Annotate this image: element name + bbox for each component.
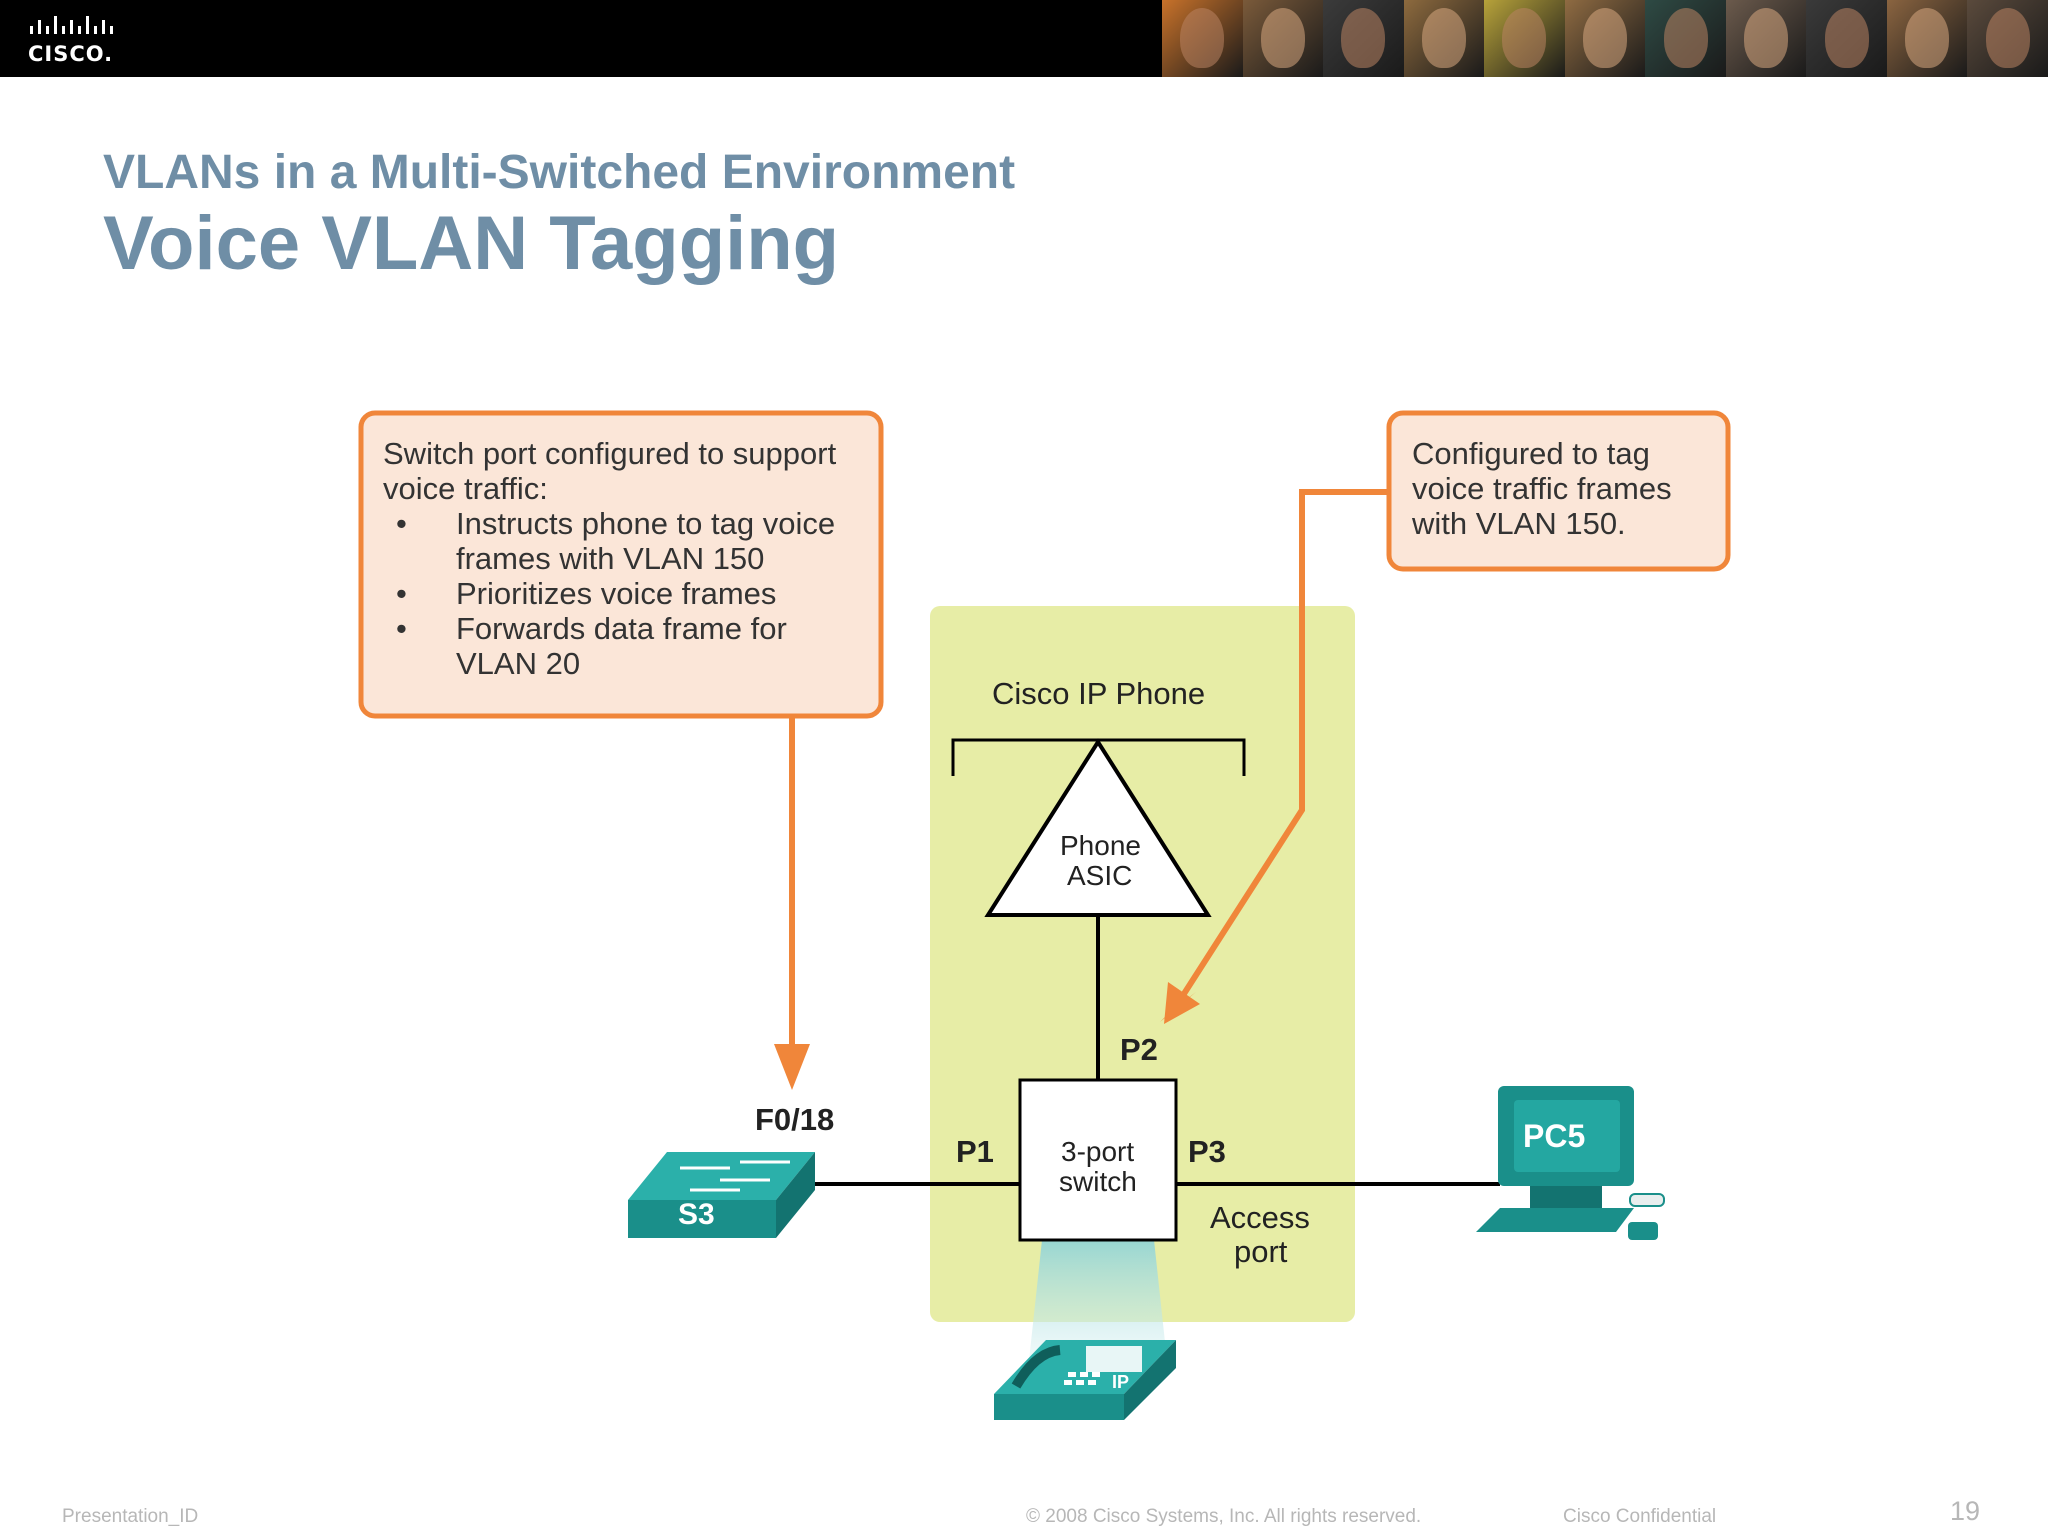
- person-photo-icon: [1260, 8, 1305, 68]
- header-photo: [1967, 0, 2048, 77]
- logo-wordmark: CISCO.: [28, 42, 114, 66]
- three-port-switch: [1018, 1078, 1178, 1242]
- port-p3-label: P3: [1188, 1134, 1226, 1169]
- asic-label-line1: Phone: [1060, 830, 1141, 861]
- callout-left-bullets: Instructs phone to tag voice frames with…: [383, 506, 873, 681]
- header-photo-strip: [1162, 0, 2048, 77]
- callout-bullet: Instructs phone to tag voice frames with…: [383, 506, 873, 576]
- person-photo-icon: [1744, 8, 1789, 68]
- cisco-bridge-icon: [30, 16, 113, 34]
- cisco-logo: CISCO.: [28, 12, 120, 68]
- header-photo: [1806, 0, 1887, 77]
- access-port-label-line2: port: [1234, 1234, 1288, 1269]
- person-photo-icon: [1583, 8, 1627, 68]
- person-photo-icon: [1985, 8, 2030, 68]
- person-photo-icon: [1663, 8, 1708, 68]
- footer-copyright: © 2008 Cisco Systems, Inc. All rights re…: [1026, 1506, 1422, 1527]
- person-photo-icon: [1502, 8, 1547, 68]
- page-number: 19: [1950, 1496, 1981, 1526]
- switch-label-line2: switch: [1059, 1166, 1137, 1197]
- arrow-left-head: [774, 1044, 810, 1090]
- ip-phone-icon: [994, 1340, 1176, 1420]
- footer-presentation-id: Presentation_ID: [62, 1506, 199, 1527]
- switch-label-line1: 3-port: [1061, 1136, 1135, 1167]
- header-photo: [1564, 0, 1646, 77]
- port-f018-label: F0/18: [755, 1102, 835, 1137]
- switch-beam: [1028, 1240, 1168, 1370]
- pc5-label: PC5: [1523, 1118, 1586, 1154]
- callout-right-text: Configured to tag voice traffic frames w…: [1412, 436, 1672, 541]
- header-photo: [1403, 0, 1485, 77]
- footer-confidential: Cisco Confidential: [1563, 1506, 1717, 1527]
- person-photo-icon: [1905, 8, 1950, 68]
- header-photo: [1323, 0, 1404, 77]
- phone-ip-label: IP: [1112, 1372, 1130, 1392]
- header-photo: [1242, 0, 1324, 77]
- person-photo-icon: [1341, 8, 1386, 68]
- slide-subtitle: VLANs in a Multi-Switched Environment: [103, 146, 1016, 199]
- s3-label: S3: [678, 1198, 715, 1231]
- person-photo-icon: [1824, 8, 1869, 68]
- arrow-right-line: [1177, 489, 1389, 1002]
- header-photo: [1645, 0, 1726, 77]
- header-bar: CISCO.: [0, 0, 2048, 77]
- arrow-right-head-tip: [1164, 982, 1200, 1024]
- asic-label-line2: ASIC: [1067, 860, 1133, 891]
- callout-bullet: Forwards data frame for VLAN 20: [383, 611, 873, 681]
- slide-title: Voice VLAN Tagging: [103, 201, 840, 286]
- header-photo: [1725, 0, 1807, 77]
- person-photo-icon: [1180, 8, 1225, 68]
- header-photo: [1162, 0, 1243, 77]
- phone-asic-triangle: [984, 738, 1212, 917]
- access-port-label-line1: Access: [1210, 1200, 1310, 1235]
- phone-region-label: Cisco IP Phone: [992, 676, 1206, 711]
- callout-bullet: Prioritizes voice frames: [383, 576, 873, 611]
- pc5-computer-icon: [1476, 1086, 1665, 1240]
- person-photo-icon: [1421, 8, 1466, 68]
- callout-left-text: Switch port configured to support voice …: [383, 436, 873, 681]
- port-p2-label: P2: [1120, 1032, 1158, 1067]
- header-photo: [1886, 0, 1968, 77]
- s3-switch-icon: [628, 1152, 815, 1238]
- header-photo: [1484, 0, 1565, 77]
- callout-left-intro: Switch port configured to support voice …: [383, 436, 837, 506]
- port-p1-label: P1: [956, 1134, 994, 1169]
